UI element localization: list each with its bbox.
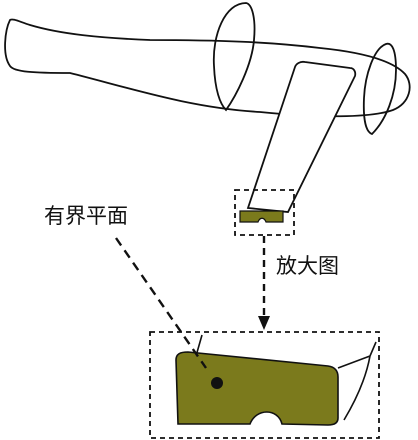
magnified-view-label: 放大图 xyxy=(276,254,339,278)
bounded-plane-magnified xyxy=(175,351,339,426)
hull-body xyxy=(4,18,411,118)
zoom-arrow-head xyxy=(258,316,270,330)
bounded-plane-small xyxy=(239,210,284,223)
bounded-plane-label: 有界平面 xyxy=(44,204,128,228)
strut xyxy=(246,60,357,213)
label-leader-line xyxy=(115,237,207,369)
magnified-strut-outline xyxy=(195,334,377,421)
plane-marker-dot xyxy=(211,377,223,389)
hull-ring-rear xyxy=(212,2,256,112)
magnified-view-box xyxy=(149,331,380,439)
hull-ring-front xyxy=(362,42,397,136)
zoom-source-box xyxy=(234,189,295,236)
